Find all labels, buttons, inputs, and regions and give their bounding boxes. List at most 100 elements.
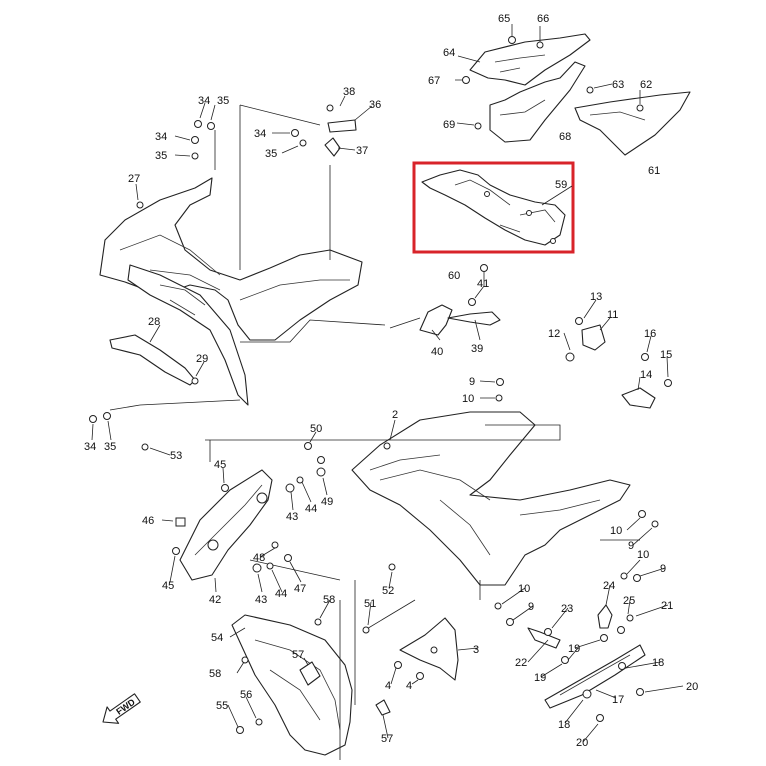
callout-label: 15 <box>660 349 672 361</box>
callout-label: 52 <box>382 585 394 597</box>
callout-label: 56 <box>240 689 252 701</box>
bracket-11 <box>581 324 606 351</box>
callout-label: 25 <box>623 595 635 607</box>
callout-label: 35 <box>155 150 167 162</box>
callout-label: 58 <box>323 594 335 606</box>
clip-22 <box>527 627 561 649</box>
callout-label: 42 <box>209 594 221 606</box>
callout-label: 35 <box>104 441 116 453</box>
callout-label: 67 <box>428 75 440 87</box>
callout-label: 23 <box>561 603 573 615</box>
callout-label: 10 <box>637 549 649 561</box>
callout-label: 65 <box>498 13 510 25</box>
bracket-17 <box>544 644 646 709</box>
callout-label: 18 <box>558 719 570 731</box>
callout-label: 57 <box>292 649 304 661</box>
upper-cowling <box>99 177 363 406</box>
callout-label: 22 <box>515 657 527 669</box>
bracket-40 <box>419 304 453 336</box>
callout-label: 9 <box>528 601 534 613</box>
callout-label: 11 <box>607 309 618 321</box>
callout-label: 34 <box>198 95 210 107</box>
callout-label: 64 <box>443 47 455 59</box>
callout-label: 43 <box>255 594 267 606</box>
bracket-3 <box>399 617 459 681</box>
callout-label: 66 <box>537 13 549 25</box>
callout-label: 27 <box>128 173 140 185</box>
bracket-28 <box>109 334 196 386</box>
fwd-arrow: FWD <box>102 693 141 724</box>
callout-label: 37 <box>356 145 368 157</box>
callout-label: 55 <box>216 700 228 712</box>
callout-label: 9 <box>628 540 634 552</box>
bracket-64 <box>469 33 591 86</box>
callout-label: 58 <box>209 668 221 680</box>
cover-61 <box>574 91 691 156</box>
upper-bracket-cluster <box>469 33 691 156</box>
callout-label: 50 <box>310 423 322 435</box>
callout-label: 19 <box>534 672 546 684</box>
callout-label: 36 <box>369 99 381 111</box>
callout-label: 12 <box>548 328 560 340</box>
callout-label: 69 <box>443 119 455 131</box>
callout-label: 43 <box>286 511 298 523</box>
callout-labels: 65 66 64 67 63 62 69 68 61 38 36 34 35 3… <box>84 13 698 749</box>
callout-label: 44 <box>305 503 317 515</box>
callout-label: 9 <box>660 563 666 575</box>
callout-label: 34 <box>254 128 266 140</box>
bracket-68 <box>489 61 586 143</box>
under-cowl <box>231 614 353 756</box>
cowl-27 <box>99 177 363 341</box>
part-59-highlight[interactable] <box>412 161 575 254</box>
callout-label: 14 <box>640 369 652 381</box>
callout-label: 34 <box>155 131 167 143</box>
callout-label: 38 <box>343 86 355 98</box>
callout-label: 41 <box>477 278 489 290</box>
callout-label: 60 <box>448 270 460 282</box>
callout-label: 49 <box>321 496 333 508</box>
cowl-2 <box>351 411 631 586</box>
callout-label: 24 <box>603 580 615 592</box>
callout-label: 45 <box>214 459 226 471</box>
callout-label: 59 <box>555 179 567 191</box>
leader-lines <box>91 24 684 743</box>
bracket-14 <box>621 387 656 409</box>
callout-label: 10 <box>518 583 530 595</box>
panel-42 <box>179 469 273 581</box>
callout-label: 63 <box>612 79 624 91</box>
callout-label: 16 <box>644 328 656 340</box>
bracket-39 <box>447 311 501 326</box>
callout-label: 10 <box>462 393 474 405</box>
callout-label: 54 <box>211 632 223 644</box>
callout-label: 2 <box>392 409 398 421</box>
callout-label: 53 <box>170 450 182 462</box>
callout-label: 10 <box>610 525 622 537</box>
callout-label: 4 <box>406 680 412 692</box>
callout-label: 3 <box>473 644 479 656</box>
callout-label: 68 <box>559 131 571 143</box>
callout-label: 21 <box>661 600 673 612</box>
callout-label: 9 <box>469 376 475 388</box>
callout-label: 35 <box>265 148 277 160</box>
callout-label: 13 <box>590 291 602 303</box>
callout-label: 35 <box>217 95 229 107</box>
bracket-36 <box>327 119 357 133</box>
side-cowling <box>351 411 631 586</box>
callout-label: 46 <box>142 515 154 527</box>
callout-label: 51 <box>364 598 376 610</box>
callout-label: 28 <box>148 316 160 328</box>
callout-label: 20 <box>686 681 698 693</box>
highlight-box <box>412 161 575 254</box>
callout-label: 45 <box>162 580 174 592</box>
duct-59 <box>421 169 566 246</box>
callout-label: 17 <box>612 694 624 706</box>
callout-label: 19 <box>568 643 580 655</box>
callout-label: 20 <box>576 737 588 749</box>
callout-label: 62 <box>640 79 652 91</box>
callout-label: 29 <box>196 353 208 365</box>
callout-label: 34 <box>84 441 96 453</box>
callout-label: 48 <box>253 552 265 564</box>
callout-label: 61 <box>648 165 660 177</box>
bracket-37 <box>324 137 341 157</box>
